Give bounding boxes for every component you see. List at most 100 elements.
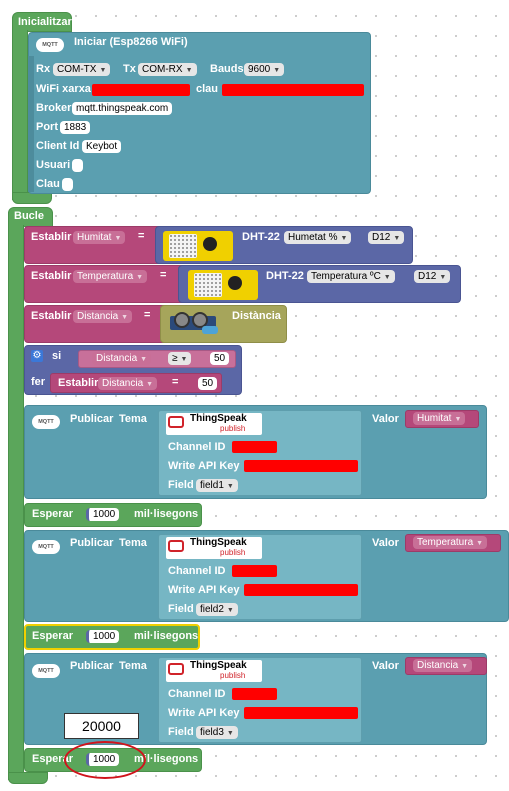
if-var-dropdown[interactable]: Distancia▼ bbox=[92, 352, 152, 365]
if-value-input[interactable]: 50 bbox=[210, 352, 230, 365]
mqtt-icon-3: MQTT bbox=[32, 664, 60, 678]
fer-set-var-dropdown[interactable]: Distancia▼ bbox=[98, 377, 158, 390]
dht-temperatura-measure-dropdown[interactable]: Temperatura ºC▼ bbox=[307, 270, 395, 283]
dht-sensor-image bbox=[163, 231, 233, 261]
loop-spine bbox=[8, 225, 24, 780]
wait-label-3: Esperar bbox=[32, 753, 73, 765]
wifi-redacted-field[interactable] bbox=[92, 84, 190, 96]
rx-dropdown[interactable]: COM-TX▼ bbox=[53, 63, 111, 76]
clau2-label: Clau bbox=[36, 178, 60, 190]
loop-foot bbox=[8, 772, 48, 784]
set-humitat-var-dropdown[interactable]: Humitat▼ bbox=[73, 231, 126, 244]
if-operator-dropdown[interactable]: ≥▼ bbox=[168, 352, 192, 365]
tema-label-2: Tema bbox=[119, 537, 147, 549]
fer-set-label: Establir bbox=[58, 377, 99, 389]
dht-temperatura-sensor-label: DHT-22 bbox=[266, 270, 304, 282]
clau-label: clau bbox=[196, 83, 219, 95]
mqtt-icon-1: MQTT bbox=[32, 415, 60, 429]
wait-unit-1: mil·lisegons bbox=[134, 508, 199, 520]
field-dropdown-1[interactable]: field1▼ bbox=[196, 479, 238, 492]
valor-label-2: Valor bbox=[372, 537, 399, 549]
api-redacted-2[interactable] bbox=[244, 584, 358, 596]
publish-label-2: Publicar bbox=[70, 537, 114, 549]
init-hat-block[interactable] bbox=[12, 12, 72, 32]
overlay-value-box: 20000 bbox=[64, 713, 139, 739]
thingspeak-logo-1: ThingSpeak publish bbox=[166, 413, 262, 435]
tx-label: Tx bbox=[123, 63, 136, 75]
api-redacted-3[interactable] bbox=[244, 707, 358, 719]
gear-icon[interactable]: ⚙ bbox=[31, 350, 43, 362]
set-distancia-label: Establir bbox=[31, 310, 72, 322]
tema-label-1: Tema bbox=[119, 413, 147, 425]
wait-value-1[interactable]: 1000 bbox=[86, 508, 120, 521]
ultrasonic-sensor-image bbox=[168, 310, 223, 338]
set-humitat-eq: = bbox=[138, 230, 145, 242]
dht-humitat-pin-dropdown[interactable]: D12▼ bbox=[368, 231, 405, 244]
valor-var-dropdown-3[interactable]: Distancia▼ bbox=[413, 659, 473, 672]
valor-label-3: Valor bbox=[372, 660, 399, 672]
set-distancia-var-dropdown[interactable]: Distancia▼ bbox=[73, 310, 133, 323]
channel-redacted-1[interactable] bbox=[232, 441, 277, 453]
dht-temperatura-pin-dropdown[interactable]: D12▼ bbox=[414, 270, 451, 283]
client-id-input[interactable]: Keybot bbox=[82, 140, 122, 153]
channel-redacted-2[interactable] bbox=[232, 565, 277, 577]
api-label-1: Write API Key bbox=[168, 460, 240, 472]
wifi-label: WiFi xarxa bbox=[36, 83, 91, 95]
rx-label: Rx bbox=[36, 63, 51, 75]
highlight-circle bbox=[64, 741, 146, 779]
field-dropdown-2[interactable]: field2▼ bbox=[196, 603, 238, 616]
mqtt-icon: MQTT bbox=[36, 38, 64, 52]
set-distancia-eq: = bbox=[144, 309, 151, 321]
broker-label: Broker bbox=[36, 102, 72, 114]
channel-label-1: Channel ID bbox=[168, 441, 226, 453]
api-label-2: Write API Key bbox=[168, 584, 240, 596]
iniciar-label: Iniciar (Esp8266 WiFi) bbox=[74, 36, 188, 48]
client-id-label: Client Id bbox=[36, 140, 80, 152]
port-input[interactable]: 1883 bbox=[60, 121, 91, 134]
valor-var-dropdown-2[interactable]: Temperatura▼ bbox=[413, 536, 488, 549]
tx-dropdown[interactable]: COM-RX▼ bbox=[138, 63, 197, 76]
thingspeak-logo-2: ThingSpeak publish bbox=[166, 537, 262, 559]
broker-input[interactable]: mqtt.thingspeak.com bbox=[72, 102, 173, 115]
init-hat-spine bbox=[12, 30, 28, 200]
mqtt-icon-2: MQTT bbox=[32, 540, 60, 554]
set-temperatura-var-dropdown[interactable]: Temperatura▼ bbox=[73, 270, 148, 283]
wait-label-1: Esperar bbox=[32, 508, 73, 520]
usuari-input[interactable] bbox=[72, 159, 83, 172]
dht-humitat-measure-dropdown[interactable]: Humetat %▼ bbox=[284, 231, 352, 244]
set-temperatura-label: Establir bbox=[31, 270, 72, 282]
tema-label-3: Tema bbox=[119, 660, 147, 672]
iniciar-block-spine bbox=[28, 56, 34, 192]
clau-redacted-field[interactable] bbox=[222, 84, 364, 96]
bauds-label: Bauds bbox=[210, 63, 244, 75]
channel-redacted-3[interactable] bbox=[232, 688, 277, 700]
field-dropdown-3[interactable]: field3▼ bbox=[196, 726, 238, 739]
valor-label-1: Valor bbox=[372, 413, 399, 425]
loop-hat-label: Bucle bbox=[14, 210, 44, 222]
wait-label-2: Esperar bbox=[32, 630, 73, 642]
publish-label-1: Publicar bbox=[70, 413, 114, 425]
field-label-2: Field bbox=[168, 603, 194, 615]
dht-humitat-sensor-label: DHT-22 bbox=[242, 231, 280, 243]
clau2-input[interactable] bbox=[62, 178, 73, 191]
fer-set-eq: = bbox=[172, 376, 179, 388]
if-fer-label: fer bbox=[31, 376, 46, 388]
distancia-sensor-label: Distància bbox=[232, 310, 281, 322]
valor-var-dropdown-1[interactable]: Humitat▼ bbox=[413, 412, 466, 425]
wait-unit-3: mil·lisegons bbox=[134, 753, 199, 765]
channel-label-3: Channel ID bbox=[168, 688, 226, 700]
fer-set-value-input[interactable]: 50 bbox=[198, 377, 218, 390]
publish-label-3: Publicar bbox=[70, 660, 114, 672]
usuari-label: Usuari bbox=[36, 159, 71, 171]
wait-unit-2: mil·lisegons bbox=[134, 630, 199, 642]
port-label: Port bbox=[36, 121, 58, 133]
field-label-1: Field bbox=[168, 479, 194, 491]
wait-value-2[interactable]: 1000 bbox=[86, 630, 120, 643]
bauds-dropdown[interactable]: 9600▼ bbox=[244, 63, 285, 76]
init-hat-label: Inicialitzar bbox=[18, 16, 72, 28]
thingspeak-logo-3: ThingSpeak publish bbox=[166, 660, 262, 682]
set-humitat-label: Establir bbox=[31, 231, 72, 243]
field-label-3: Field bbox=[168, 726, 194, 738]
api-redacted-1[interactable] bbox=[244, 460, 358, 472]
set-temperatura-eq: = bbox=[160, 269, 167, 281]
